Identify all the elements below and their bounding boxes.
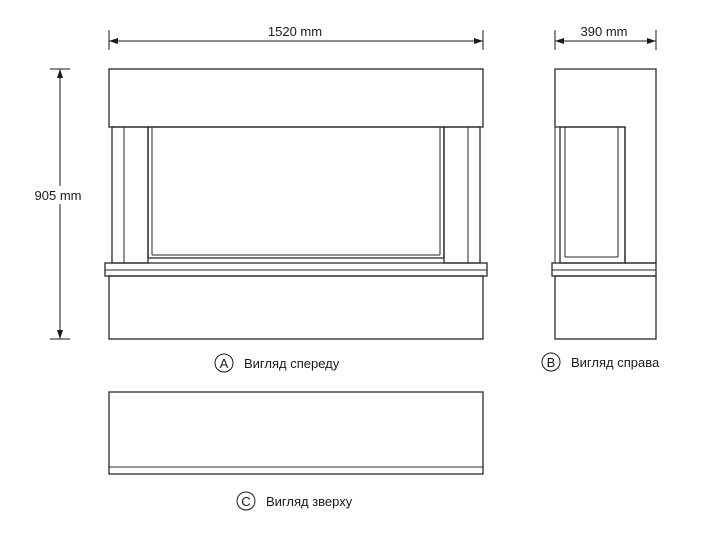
front-view [104, 68, 488, 340]
width-dimension: 1520 mm [108, 24, 484, 50]
front-mantel [108, 68, 484, 128]
front-firebox [147, 126, 445, 259]
svg-text:B: B [547, 355, 556, 370]
view-marker-a [214, 353, 234, 373]
view-marker-c [236, 491, 256, 511]
top-view [108, 391, 484, 475]
front-left-pillar [111, 126, 149, 264]
front-right-pillar [443, 126, 481, 264]
view-marker-b [541, 352, 561, 372]
top-outline [108, 391, 484, 475]
side-firebox [559, 126, 626, 264]
side-view-caption: B Вигляд справа [541, 352, 660, 372]
svg-text:A: A [220, 356, 229, 371]
height-label: 905 mm [35, 188, 82, 203]
depth-dimension: 390 mm [554, 24, 657, 50]
height-dimension: 905 mm [26, 68, 90, 340]
width-label: 1520 mm [268, 24, 322, 39]
depth-label: 390 mm [581, 24, 628, 39]
top-view-caption: C Вигляд зверху [236, 491, 353, 511]
side-mantel [554, 68, 657, 264]
svg-text:C: C [241, 494, 250, 509]
side-view-label: Вигляд справа [571, 355, 660, 370]
front-view-label: Вигляд спереду [244, 356, 340, 371]
side-base [554, 275, 657, 340]
front-view-caption: A Вигляд спереду [214, 353, 340, 373]
top-view-label: Вигляд зверху [266, 494, 353, 509]
side-view [551, 68, 657, 340]
front-base [108, 275, 484, 340]
